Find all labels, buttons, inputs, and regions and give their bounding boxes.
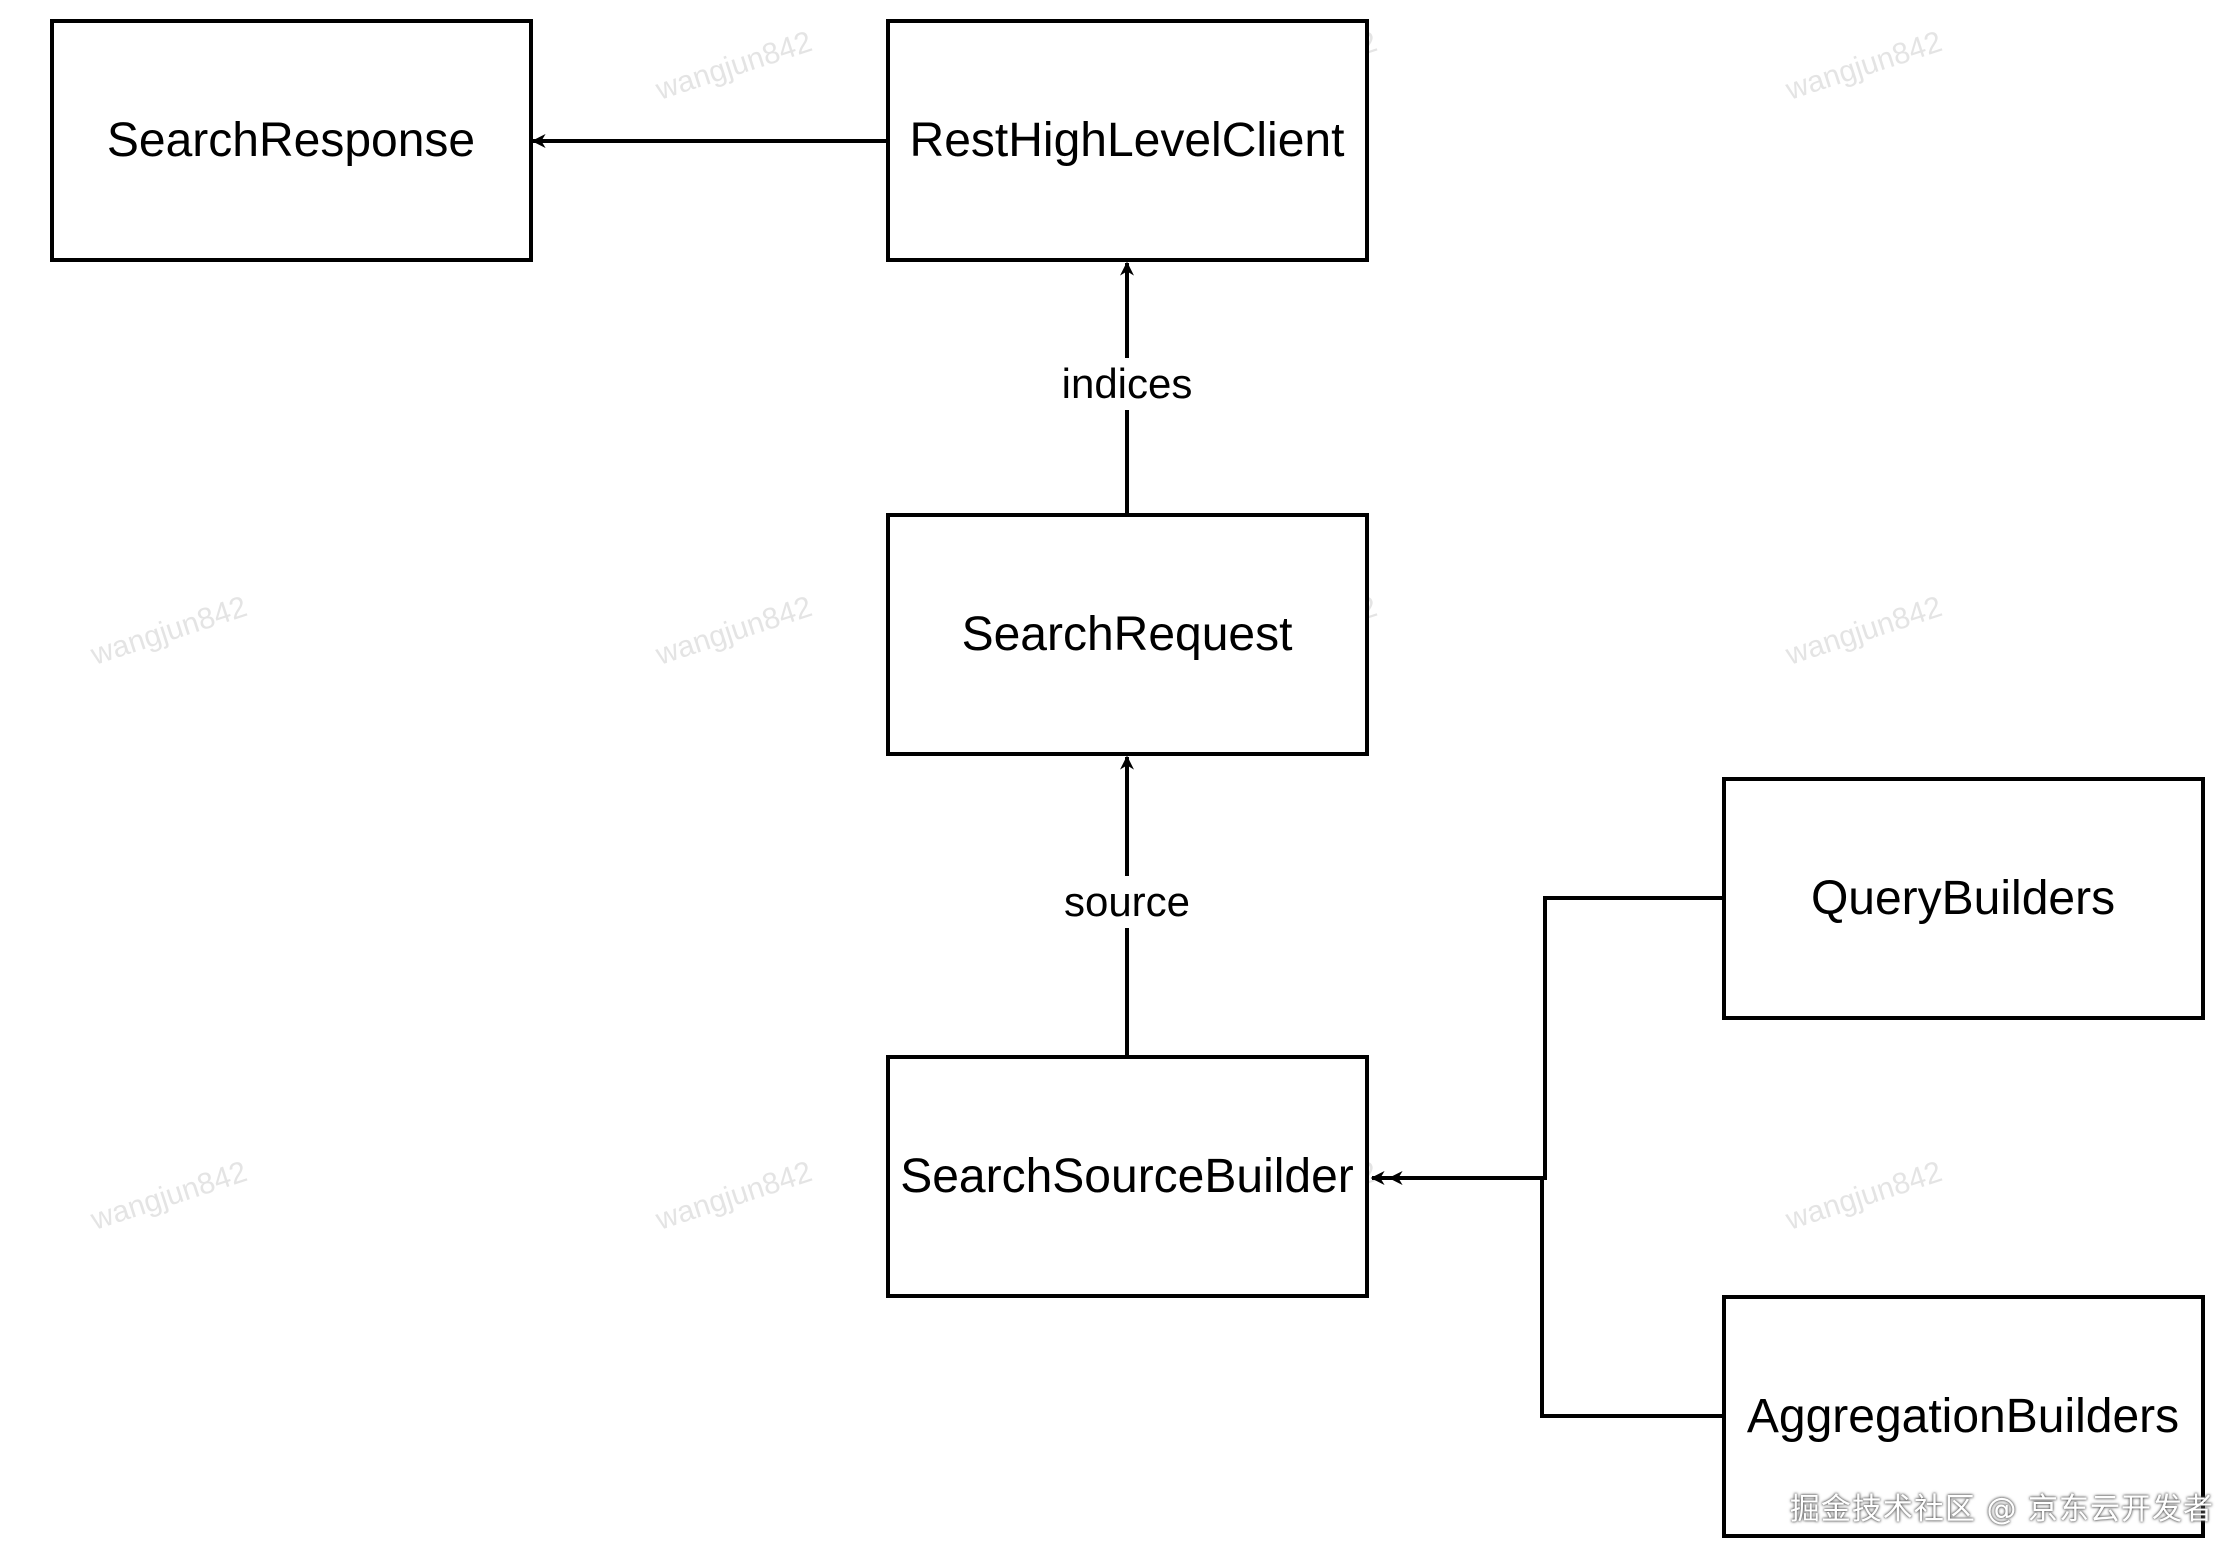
watermark-text: wangjun842 bbox=[651, 1155, 816, 1237]
edge-aggregation-to-sourcebuilder bbox=[1388, 1171, 1724, 1418]
edge-label-source: source bbox=[1050, 876, 1204, 928]
node-rest-high-level-client[interactable]: RestHighLevelClient bbox=[886, 19, 1369, 262]
node-search-request[interactable]: SearchRequest bbox=[886, 513, 1369, 756]
watermark-text: wangjun842 bbox=[86, 590, 251, 672]
node-query-builders[interactable]: QueryBuilders bbox=[1722, 777, 2205, 1020]
watermark-text: wangjun842 bbox=[86, 1155, 251, 1237]
node-search-response[interactable]: SearchResponse bbox=[50, 19, 533, 262]
node-search-source-builder[interactable]: SearchSourceBuilder bbox=[886, 1055, 1369, 1298]
node-label: RestHighLevelClient bbox=[910, 114, 1345, 167]
edge-label-text: indices bbox=[1062, 360, 1193, 407]
node-label: SearchResponse bbox=[107, 114, 475, 167]
edge-label-indices: indices bbox=[1050, 358, 1204, 410]
watermark-text: wangjun842 bbox=[1781, 1155, 1946, 1237]
watermark-text: wangjun842 bbox=[651, 25, 816, 107]
edge-query-to-sourcebuilder bbox=[1370, 896, 1724, 1185]
edge-label-text: source bbox=[1064, 878, 1190, 925]
node-aggregation-builders[interactable]: AggregationBuilders bbox=[1722, 1295, 2205, 1538]
footer-watermark: 掘金技术社区 @ 京东云开发者 bbox=[1789, 1492, 2214, 1527]
node-label: SearchRequest bbox=[962, 608, 1293, 661]
node-label: AggregationBuilders bbox=[1747, 1390, 2179, 1443]
watermark-text: wangjun842 bbox=[651, 590, 816, 672]
node-label: SearchSourceBuilder bbox=[900, 1150, 1354, 1203]
watermark-text: wangjun842 bbox=[1781, 590, 1946, 672]
node-label: QueryBuilders bbox=[1811, 872, 2115, 925]
watermark-text: wangjun842 bbox=[1781, 25, 1946, 107]
